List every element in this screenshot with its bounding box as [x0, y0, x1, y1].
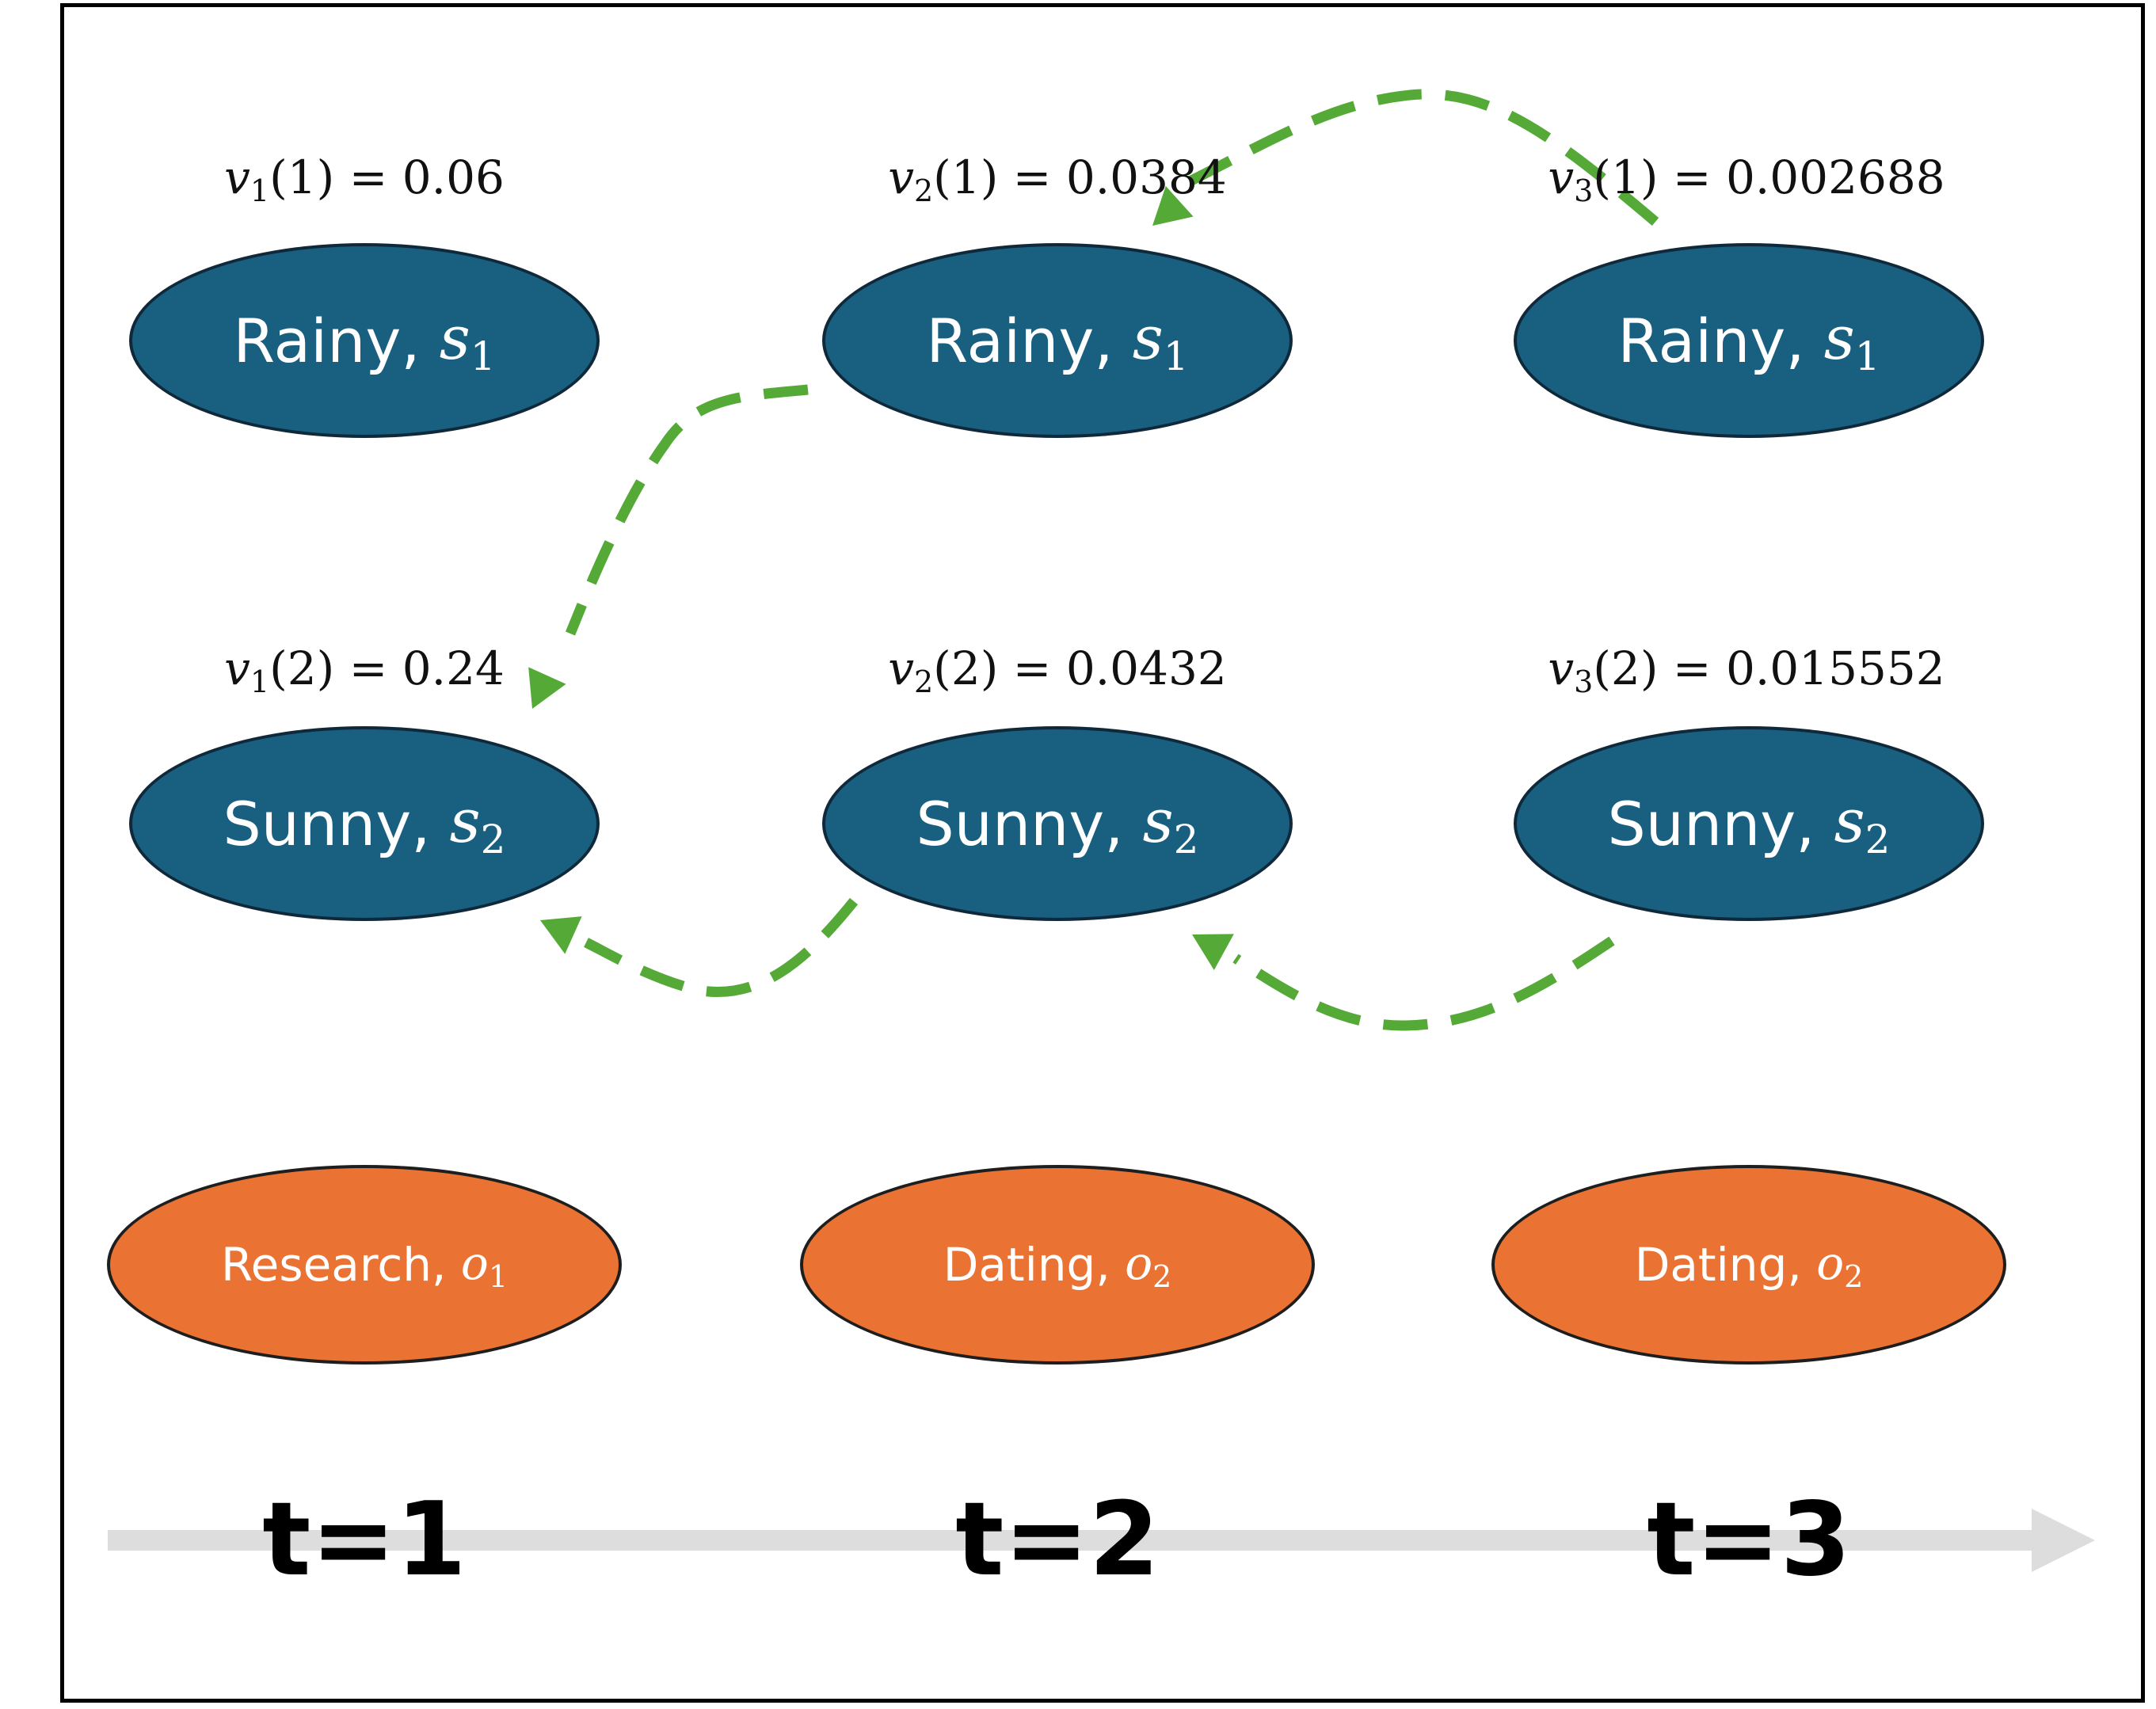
state-node-rainy-t3: Rainy, s1 — [1514, 243, 1984, 438]
state-label: Sunny, — [223, 788, 431, 859]
viterbi-value-t1-s2: v1(2) = 0.24 — [224, 641, 505, 699]
arrowhead-sunny-t1 — [528, 667, 566, 709]
state-label: Rainy, — [926, 305, 1114, 376]
timestep-label-t2: t=2 — [955, 1481, 1160, 1599]
viterbi-value-t1-s1: v1(1) = 0.06 — [224, 150, 505, 208]
observation-label: Dating, — [943, 1238, 1110, 1292]
state-label: Rainy, — [233, 305, 421, 376]
backpointer-arrow-sunny-t2-to-sunny-t1 — [584, 897, 859, 997]
state-node-sunny-t1: Sunny, s2 — [129, 726, 600, 921]
arrowhead-sunny-t1 — [540, 916, 582, 954]
backpointer-arrow-rainy-t2-to-sunny-t1 — [565, 384, 809, 636]
observation-node-t3: Dating, o2 — [1491, 1165, 2006, 1365]
state-node-rainy-t2: Rainy, s1 — [822, 243, 1293, 438]
arrowhead-rainy-t2 — [1152, 185, 1194, 226]
timestep-label-t3: t=3 — [1647, 1481, 1851, 1599]
state-node-sunny-t3: Sunny, s2 — [1514, 726, 1984, 921]
backpointer-arrow-sunny-t3-to-sunny-t2 — [1232, 936, 1615, 1031]
state-label: Sunny, — [1607, 788, 1815, 859]
diagram-frame — [60, 3, 2145, 1703]
state-node-sunny-t2: Sunny, s2 — [822, 726, 1293, 921]
viterbi-value-t2-s2: v2(2) = 0.0432 — [888, 641, 1227, 699]
viterbi-value-t3-s1: v3(1) = 0.002688 — [1548, 150, 1945, 208]
arrowhead-sunny-t2 — [1192, 934, 1234, 970]
state-label: Sunny, — [916, 788, 1124, 859]
viterbi-value-t3-s2: v3(2) = 0.015552 — [1548, 641, 1945, 699]
observation-label: Research, — [220, 1238, 447, 1292]
observation-label: Dating, — [1634, 1238, 1802, 1292]
state-label: Rainy, — [1617, 305, 1805, 376]
observation-node-t2: Dating, o2 — [800, 1165, 1315, 1365]
state-node-rainy-t1: Rainy, s1 — [129, 243, 600, 438]
viterbi-value-t2-s1: v2(1) = 0.0384 — [888, 150, 1227, 208]
timestep-label-t1: t=1 — [262, 1481, 467, 1599]
observation-node-t1: Research, o1 — [107, 1165, 622, 1365]
time-axis-arrow — [108, 1509, 2095, 1572]
backpointer-arrow-rainy-t3-to-rainy-t2 — [1186, 89, 1659, 226]
